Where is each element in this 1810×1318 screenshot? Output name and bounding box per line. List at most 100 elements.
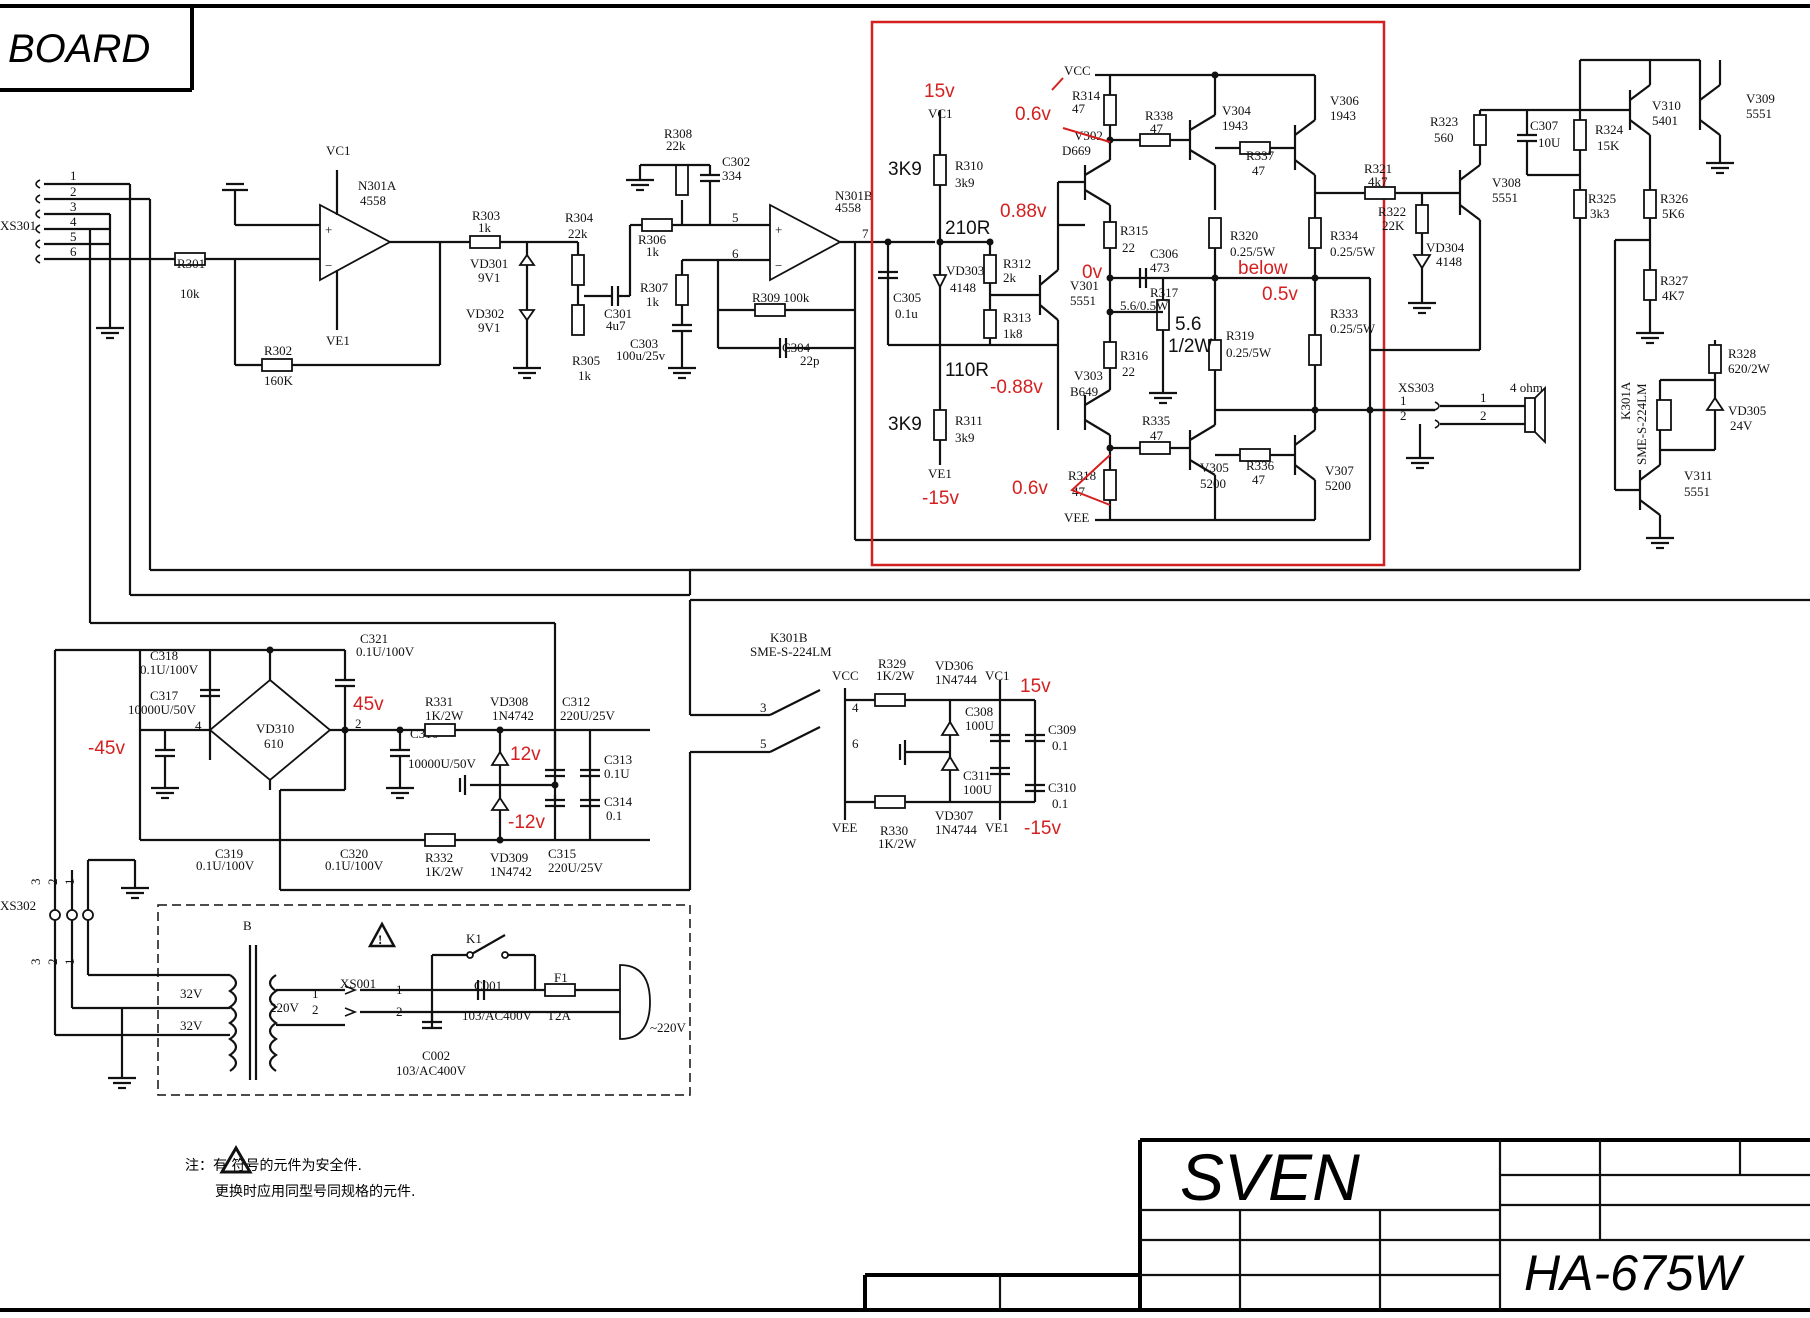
svg-text:100u/25v: 100u/25v <box>616 348 666 363</box>
svg-text:5200: 5200 <box>1325 478 1351 493</box>
svg-text:C311: C311 <box>963 768 991 783</box>
svg-text:2: 2 <box>1480 408 1487 423</box>
annotation: -0.88v <box>990 377 1043 398</box>
annotation-layer: 15v 15v -15v -15v 0.6v 0.6v 0.88v -0.88v… <box>88 77 1298 839</box>
svg-text:560: 560 <box>1434 130 1454 145</box>
svg-text:K301A: K301A <box>1618 381 1633 420</box>
svg-text:220U/25V: 220U/25V <box>560 708 616 723</box>
svg-text:R302: R302 <box>264 343 292 358</box>
svg-text:4148: 4148 <box>950 280 976 295</box>
svg-text:R320: R320 <box>1230 228 1258 243</box>
annotation: -15v <box>1024 818 1061 839</box>
svg-text:5551: 5551 <box>1684 484 1710 499</box>
annotation: 12v <box>510 744 541 765</box>
svg-text:C307: C307 <box>1530 118 1559 133</box>
svg-text:100U: 100U <box>963 782 993 797</box>
svg-text:SME-S-224LM: SME-S-224LM <box>1634 383 1649 465</box>
svg-text:0.1: 0.1 <box>1052 738 1068 753</box>
svg-text:C318: C318 <box>150 648 178 663</box>
svg-text:VD307: VD307 <box>935 808 974 823</box>
svg-text:~220V: ~220V <box>650 1020 687 1035</box>
transformer-box <box>157 904 691 1096</box>
annotation: 15v <box>1020 676 1051 697</box>
svg-text:C313: C313 <box>604 752 632 767</box>
svg-text:V304: V304 <box>1222 103 1251 118</box>
annotation: 0v <box>1082 262 1103 283</box>
svg-text:R306: R306 <box>638 232 667 247</box>
annotation: 45v <box>353 694 384 715</box>
svg-text:0.25/5W: 0.25/5W <box>1330 321 1376 336</box>
svg-text:3k9: 3k9 <box>955 175 975 190</box>
svg-text:V310: V310 <box>1652 98 1681 113</box>
svg-text:9V1: 9V1 <box>478 320 500 335</box>
annotation: 0.6v <box>1015 104 1051 125</box>
svg-text:V311: V311 <box>1684 468 1712 483</box>
svg-text:C320: C320 <box>340 846 368 861</box>
svg-text:5: 5 <box>70 229 77 244</box>
svg-text:VC1: VC1 <box>326 143 351 158</box>
svg-text:VE1: VE1 <box>985 820 1009 835</box>
svg-text:V309: V309 <box>1746 91 1775 106</box>
svg-text:0.1U/100V: 0.1U/100V <box>140 662 199 677</box>
svg-text:VD303: VD303 <box>946 263 984 278</box>
svg-text:5.6/0.5W: 5.6/0.5W <box>1120 298 1169 313</box>
svg-text:0.25/5W: 0.25/5W <box>1230 244 1276 259</box>
svg-text:10k: 10k <box>180 286 200 301</box>
svg-text:R328: R328 <box>1728 346 1756 361</box>
svg-text:V303: V303 <box>1074 368 1103 383</box>
svg-text:32V: 32V <box>180 986 203 1001</box>
svg-text:1k8: 1k8 <box>1003 326 1023 341</box>
svg-text:C305: C305 <box>893 290 921 305</box>
svg-text:22: 22 <box>1122 364 1135 379</box>
svg-text:10000U/50V: 10000U/50V <box>408 756 477 771</box>
svg-text:VCC: VCC <box>832 668 859 683</box>
svg-text:10U: 10U <box>1538 135 1561 150</box>
svg-text:XS301: XS301 <box>0 218 36 233</box>
svg-text:V305: V305 <box>1200 460 1229 475</box>
highlight-box <box>870 20 1386 567</box>
svg-text:R319: R319 <box>1226 328 1254 343</box>
svg-text:R316: R316 <box>1120 348 1149 363</box>
svg-text:4: 4 <box>195 718 202 733</box>
svg-text:1: 1 <box>1480 390 1487 405</box>
annotation: 0.88v <box>1000 201 1047 222</box>
svg-text:0.1U/100V: 0.1U/100V <box>325 858 384 873</box>
svg-text:4K7: 4K7 <box>1662 288 1685 303</box>
svg-text:1K/2W: 1K/2W <box>876 668 915 683</box>
svg-text:R333: R333 <box>1330 306 1358 321</box>
svg-text:5: 5 <box>760 736 767 751</box>
svg-text:V306: V306 <box>1330 93 1359 108</box>
svg-text:100U: 100U <box>965 718 995 733</box>
svg-text:R336: R336 <box>1246 458 1275 473</box>
speaker-output: XS303 12 4 ohm 12 <box>1370 380 1546 470</box>
svg-text:4 ohm: 4 ohm <box>1510 380 1543 395</box>
note-line-1: 注：有 符号的元件为安全件. <box>185 1157 362 1174</box>
svg-text:XS303: XS303 <box>1398 380 1434 395</box>
svg-text:C302: C302 <box>722 154 750 169</box>
svg-text:1: 1 <box>70 168 77 183</box>
annotation: 3K9 <box>888 159 922 180</box>
svg-text:22p: 22p <box>800 353 820 368</box>
svg-text:V307: V307 <box>1325 463 1354 478</box>
annotation: 210R <box>945 218 990 239</box>
svg-text:V301: V301 <box>1070 278 1099 293</box>
svg-text:4: 4 <box>70 214 77 229</box>
svg-text:R315: R315 <box>1120 223 1148 238</box>
svg-text:2: 2 <box>45 879 60 886</box>
svg-text:0.1U/100V: 0.1U/100V <box>356 644 415 659</box>
svg-text:R307: R307 <box>640 280 669 295</box>
annotation: -12v <box>508 812 545 833</box>
svg-text:5: 5 <box>732 210 739 225</box>
svg-text:0.1u: 0.1u <box>895 306 918 321</box>
svg-text:5200: 5200 <box>1200 476 1226 491</box>
svg-text:1N4744: 1N4744 <box>935 672 977 687</box>
svg-text:SME-S-224LM: SME-S-224LM <box>750 644 832 659</box>
svg-text:6: 6 <box>732 246 739 261</box>
svg-text:−: − <box>325 258 332 273</box>
svg-text:47: 47 <box>1252 472 1266 487</box>
svg-text:R338: R338 <box>1145 108 1173 123</box>
svg-text:!: ! <box>378 932 382 947</box>
svg-text:C001: C001 <box>474 978 502 993</box>
